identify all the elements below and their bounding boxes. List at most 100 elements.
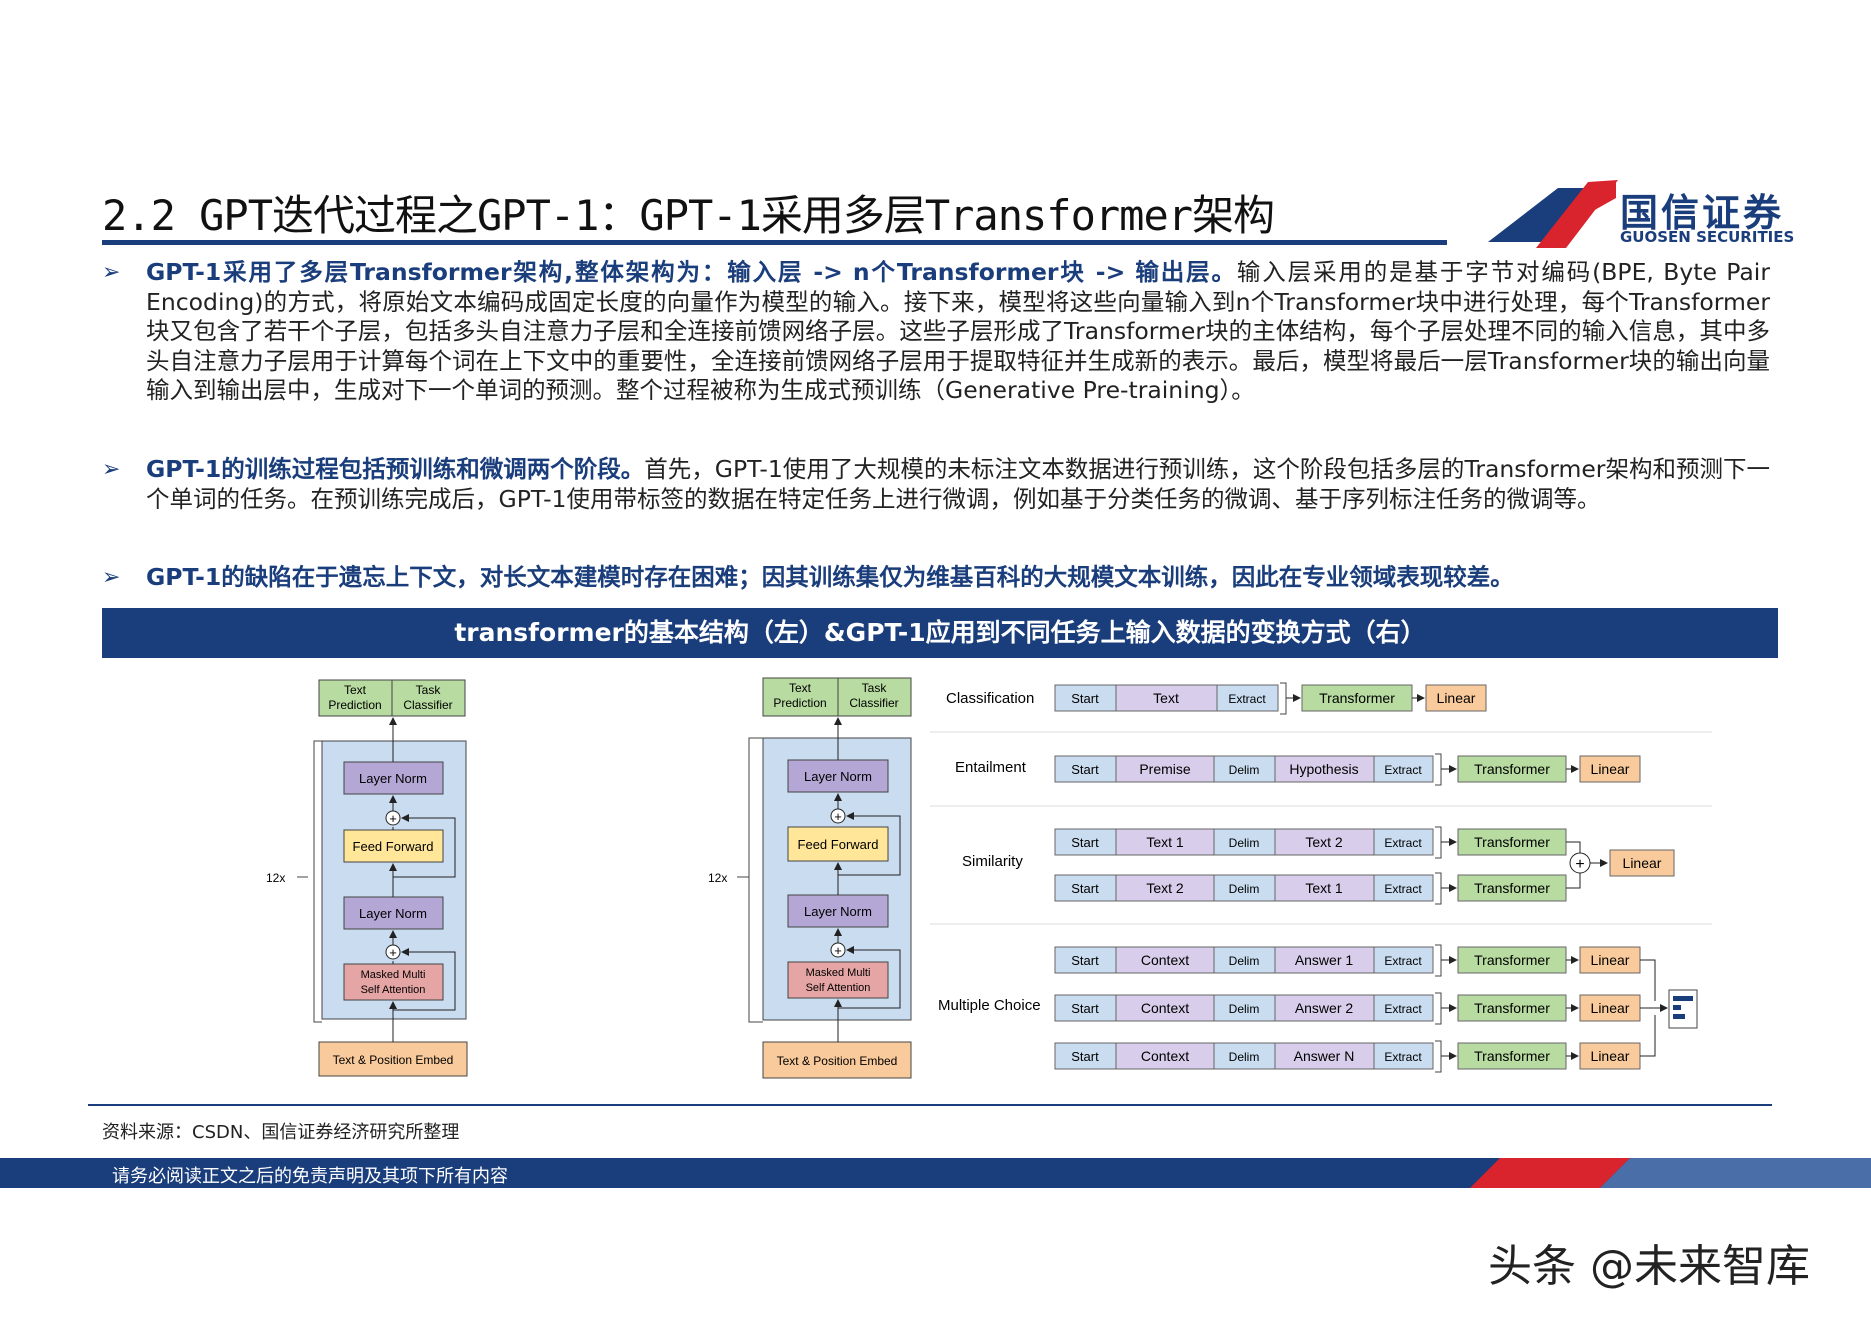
bullet-body: 首先，GPT-1使用了大规模的未标注文本数据进行预训练，这个阶段包括多层的Tra… [146,455,1770,513]
start-token: Start [1071,691,1099,706]
bullet-highlight: GPT-1的缺陷在于遗忘上下文，对长文本建模时存在困难；因其训练集仅为维基百科的… [146,563,1514,591]
footer-disclaimer: 请务必阅读正文之后的免责声明及其项下所有内容 [112,1166,508,1187]
figure-diagram: Text Prediction Task Classifier 12x Laye… [266,677,1712,1079]
logo-chinese-name: 国信证券 [1620,191,1785,235]
text-prediction-label-2: Prediction [328,698,381,712]
masked-attention-label-2: Self Attention [806,982,871,994]
answerN-token: Answer N [1294,1048,1355,1064]
transformer-box: Transformer [1319,690,1395,706]
masked-attention-box [343,963,444,1001]
task-transformations-right: Classification Start Text Extract Transf… [930,682,1712,1073]
answer1-token: Answer 1 [1295,952,1354,968]
extract-token: Extract [1384,1002,1422,1016]
arrow-bullet-icon: ➢ [102,565,121,590]
repeat-label: 12x [266,871,285,885]
embed-label: Text & Position Embed [777,1054,898,1068]
transformer-box: Transformer [1474,880,1550,896]
watermark: 头条 @未来智库 [1488,1241,1810,1292]
text-token: Text [1153,690,1179,706]
delim-token: Delim [1229,1002,1260,1016]
linear-box: Linear [1437,690,1476,706]
layer-norm-label: Layer Norm [804,769,872,784]
task-classifier-box [837,677,912,717]
delim-token: Delim [1229,836,1260,850]
similarity-row-2: Start Text 2 Delim Text 1 Extract Transf… [1054,872,1567,905]
layer-norm-top [343,761,444,795]
bullet-highlight: GPT-1采用了多层Transformer架构,整体架构为：输入层 -> n个T… [146,258,1237,286]
extract-token: Extract [1228,692,1266,706]
delim-token: Delim [1229,1050,1260,1064]
linear-box: Linear [1591,761,1630,777]
premise-token: Premise [1139,761,1191,777]
text2-token: Text 2 [1305,834,1343,850]
start-token: Start [1071,953,1099,968]
context-token: Context [1141,1000,1189,1016]
masked-attention-label-2: Self Attention [361,984,426,996]
task-classifier-box [391,679,466,717]
bullet-highlight: GPT-1的训练过程包括预训练和微调两个阶段。 [146,455,645,483]
figure-bottom-rule [88,1104,1772,1106]
transformer-architecture-middle: Text Prediction Task Classifier 12x Laye… [708,677,912,1079]
masked-attention-box [787,961,889,999]
extract-token: Extract [1384,882,1422,896]
extract-token: Extract [1384,836,1422,850]
start-token: Start [1071,762,1099,777]
page-title: 2.2 GPT迭代过程之GPT-1：GPT-1采用多层Transformer架构 [102,191,1275,240]
delim-token: Delim [1229,954,1260,968]
answer2-token: Answer 2 [1295,1000,1354,1016]
extract-token: Extract [1384,1050,1422,1064]
transformer-box: Transformer [1474,834,1550,850]
text-prediction-label-1: Text [789,681,812,695]
masked-attention-label-1: Masked Multi [361,969,426,981]
linear-box: Linear [1591,1048,1630,1064]
logo-english-name: GUOSEN SECURITIES [1620,228,1795,246]
bullet-body: 输入层采用的是基于字节对编码(BPE, Byte Pair Encoding)的… [146,258,1770,404]
add-symbol: + [834,943,842,958]
linear-box: Linear [1623,855,1662,871]
extract-token: Extract [1384,954,1422,968]
guosen-logo-icon [1488,180,1618,248]
layer-norm-top [787,759,889,793]
start-token: Start [1071,881,1099,896]
layer-norm-bottom [787,894,889,928]
text1-token: Text 1 [1146,834,1184,850]
extract-token: Extract [1384,763,1422,777]
context-token: Context [1141,952,1189,968]
context-token: Context [1141,1048,1189,1064]
figure-title: transformer的基本结构（左）&GPT-1应用到不同任务上输入数据的变换… [454,618,1426,647]
classification-row: Start Text Extract Transformer Linear [1054,682,1487,715]
start-token: Start [1071,1049,1099,1064]
task-multiple-choice-label: Multiple Choice [938,997,1041,1014]
layer-norm-label: Layer Norm [359,906,427,921]
text-prediction-label-2: Prediction [773,696,826,710]
layer-norm-bottom [343,896,444,930]
linear-box: Linear [1591,1000,1630,1016]
multiple-choice-row-n: Start Context Delim Answer N Extract Tra… [1054,1040,1641,1073]
footer-bar [0,1158,1871,1188]
transformer-box: Transformer [1474,1000,1550,1016]
add-symbol: + [1575,856,1584,873]
figure-title-bar [102,608,1778,658]
text2-token: Text 2 [1146,880,1184,896]
start-token: Start [1071,1001,1099,1016]
task-classifier-label-2: Classifier [849,696,898,710]
transformer-box: Transformer [1474,761,1550,777]
bullet-architecture: ➢ GPT-1采用了多层Transformer架构,整体架构为：输入层 -> n… [102,258,1770,406]
feed-forward-box [787,826,889,862]
feed-forward-label: Feed Forward [353,839,434,854]
multiple-choice-row-2: Start Context Delim Answer 2 Extract Tra… [1054,992,1641,1025]
transformer-box: Transformer [1474,952,1550,968]
feed-forward-label: Feed Forward [798,837,879,852]
task-classifier-label-2: Classifier [403,698,452,712]
bullet-training: ➢ GPT-1的训练过程包括预训练和微调两个阶段。首先，GPT-1使用了大规模的… [102,455,1770,514]
embed-label: Text & Position Embed [333,1053,454,1067]
add-symbol: + [834,809,842,824]
delim-token: Delim [1229,763,1260,777]
layer-norm-label: Layer Norm [359,771,427,786]
arrow-bullet-icon: ➢ [102,260,121,285]
task-similarity-label: Similarity [962,853,1023,870]
task-classifier-label-1: Task [862,681,888,695]
repeat-bracket [313,740,322,1023]
add-symbol: + [389,945,397,960]
text-position-embed-box [762,1041,912,1079]
